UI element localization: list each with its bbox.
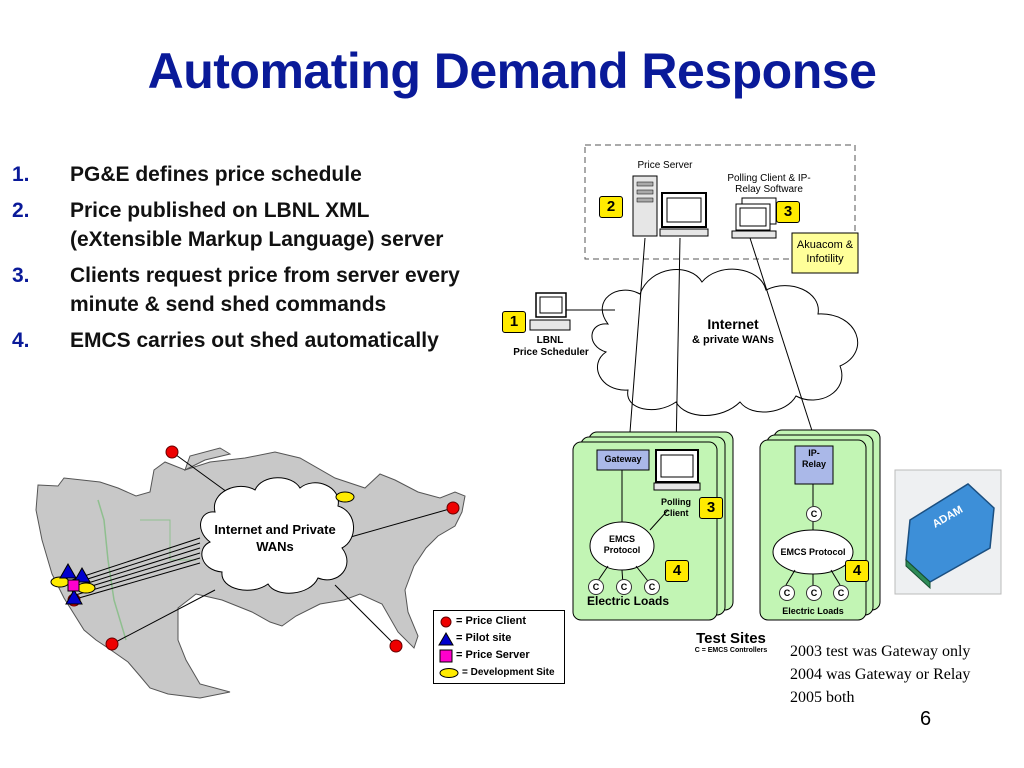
step-item: 3. Clients request price from server ever… [8, 261, 478, 319]
controller-badge: C [806, 585, 822, 601]
computer-icon [653, 449, 701, 491]
steps-list: 1. PG&E defines price schedule 2. Price pu… [8, 160, 478, 362]
legend-row: = Price Client [434, 614, 564, 630]
step-badge-1: 1 [502, 311, 526, 333]
price-scheduler-label: Price Scheduler [513, 347, 589, 358]
controller-badge: C [833, 585, 849, 601]
computer-icon [659, 192, 709, 237]
gateway-label: Gateway [604, 454, 642, 464]
lbnl-label: LBNL [536, 335, 564, 346]
step-badge-4-right: 4 [845, 560, 869, 582]
legend-development-site: = Development Site [462, 667, 555, 678]
step-text: PG&E defines price schedule [70, 163, 362, 186]
cloud-icon [591, 268, 859, 416]
polling-client-site-label: Polling Client [661, 497, 691, 518]
ip-relay-label: IP- Relay [801, 448, 827, 469]
pilot-site-marker [65, 588, 83, 605]
c-legend-label: C = EMCS Controllers [694, 647, 768, 654]
adam-module-photo: ADAM [894, 469, 1002, 595]
step-text: Clients request price from server every … [70, 264, 460, 316]
pilot-site-marker [73, 566, 91, 583]
step-item: 4. EMCS carries out shed automatically [8, 326, 478, 355]
internet-label: Internet [707, 316, 759, 332]
step-number: 3. [12, 264, 30, 287]
controller-badge: C [616, 579, 632, 595]
price-server-marker [67, 579, 80, 592]
note-line: 2004 was Gateway or Relay [790, 666, 971, 683]
polling-client-label: Polling Client & IP-Relay Software [727, 173, 811, 195]
legend-row: = Pilot site [434, 631, 564, 647]
slide-title: Automating Demand Response [147, 43, 877, 99]
legend-row: = Development Site [434, 665, 564, 681]
step-text: EMCS carries out shed automatically [70, 329, 439, 352]
step-badge-3-site: 3 [699, 497, 723, 519]
development-site-marker [335, 491, 355, 503]
legend-price-client: = Price Client [456, 615, 527, 627]
map-cloud-label: Internet and Private WANs [214, 522, 336, 554]
step-text: Price published on LBNL XML (eXtensible … [70, 199, 444, 251]
price-client-marker [105, 637, 119, 651]
server-tower-icon [632, 175, 658, 237]
cloud-icon [200, 477, 354, 594]
price-server-label: Price Server [637, 160, 693, 171]
controller-badge: C [806, 506, 822, 522]
controller-badge: C [644, 579, 660, 595]
wans-label: & private WANs [692, 334, 774, 346]
step-number: 4. [12, 329, 30, 352]
step-badge-4-left: 4 [665, 560, 689, 582]
step-badge-2: 2 [599, 196, 623, 218]
controller-badge: C [588, 579, 604, 595]
computer-icon [731, 197, 777, 239]
step-badge-3: 3 [776, 201, 800, 223]
price-client-marker [165, 445, 179, 459]
legend-row: = Price Server [434, 648, 564, 664]
price-client-marker [446, 501, 460, 515]
note-line: 2005 both [790, 689, 855, 706]
price-client-marker [389, 639, 403, 653]
computer-icon [529, 292, 571, 331]
step-item: 2. Price published on LBNL XML (eXtensibl… [8, 196, 478, 254]
note-line: 2003 test was Gateway only [790, 643, 971, 660]
pilot-site-marker [59, 562, 77, 579]
controller-badge: C [779, 585, 795, 601]
emcs-protocol-left-label: EMCS Protocol [603, 534, 641, 555]
map-legend: = Price Client = Pilot site = Price Serv… [433, 610, 565, 684]
akuacom-label: Akuacom & Infotility [796, 239, 854, 265]
step-number: 1. [12, 163, 30, 186]
test-notes: 2003 test was Gateway only 2004 was Gate… [790, 640, 970, 709]
emcs-protocol-right-label: EMCS Protocol [780, 547, 846, 557]
electric-loads-right-label: Electric Loads [782, 606, 844, 616]
test-sites-label: Test Sites [696, 630, 766, 647]
step-number: 2. [12, 199, 30, 222]
page-number: 6 [920, 708, 932, 730]
legend-pilot-site: = Pilot site [456, 632, 512, 644]
electric-loads-left-label: Electric Loads [586, 594, 670, 608]
step-item: 1. PG&E defines price schedule [8, 160, 478, 189]
legend-price-server: = Price Server [456, 649, 530, 661]
